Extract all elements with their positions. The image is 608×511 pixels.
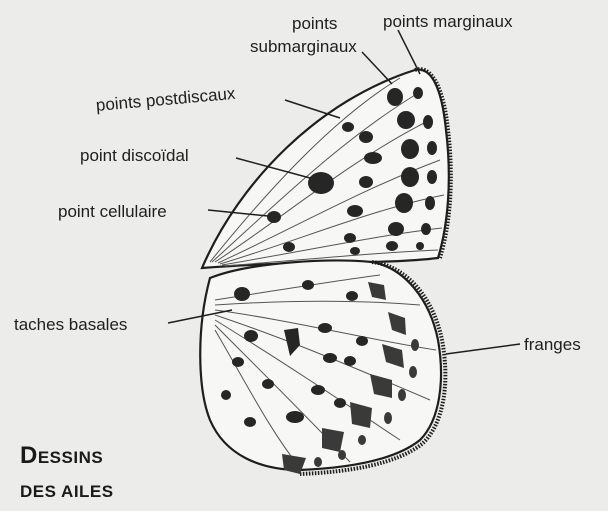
label-points-submarginaux-line1: points [292,14,337,34]
label-points-submarginaux-line2: submarginaux [250,37,357,57]
forewing [202,69,451,268]
caption-initial: D [20,442,38,469]
leader-marginaux [398,30,420,74]
caption-title: DESSINS [20,442,103,470]
point-discoidal-spot [308,172,334,194]
label-franges: franges [524,335,581,355]
leader-submarginaux [362,52,392,84]
leader-postdiscaux [285,100,340,118]
label-point-discoidal: point discoïdal [80,146,189,166]
caption-subtitle: DES AILES [20,482,114,502]
hindwing [200,261,445,474]
postdiscal-spot [342,122,354,132]
caption-rest: ESSINS [38,448,103,467]
label-point-cellulaire: point cellulaire [58,202,167,222]
caption-line2: DES AILES [20,482,114,501]
tache-basale-spot [234,287,250,301]
label-points-marginaux: points marginaux [383,12,512,32]
point-cellulaire-spot [267,211,281,223]
leader-franges [446,344,520,354]
label-taches-basales: taches basales [14,315,127,335]
